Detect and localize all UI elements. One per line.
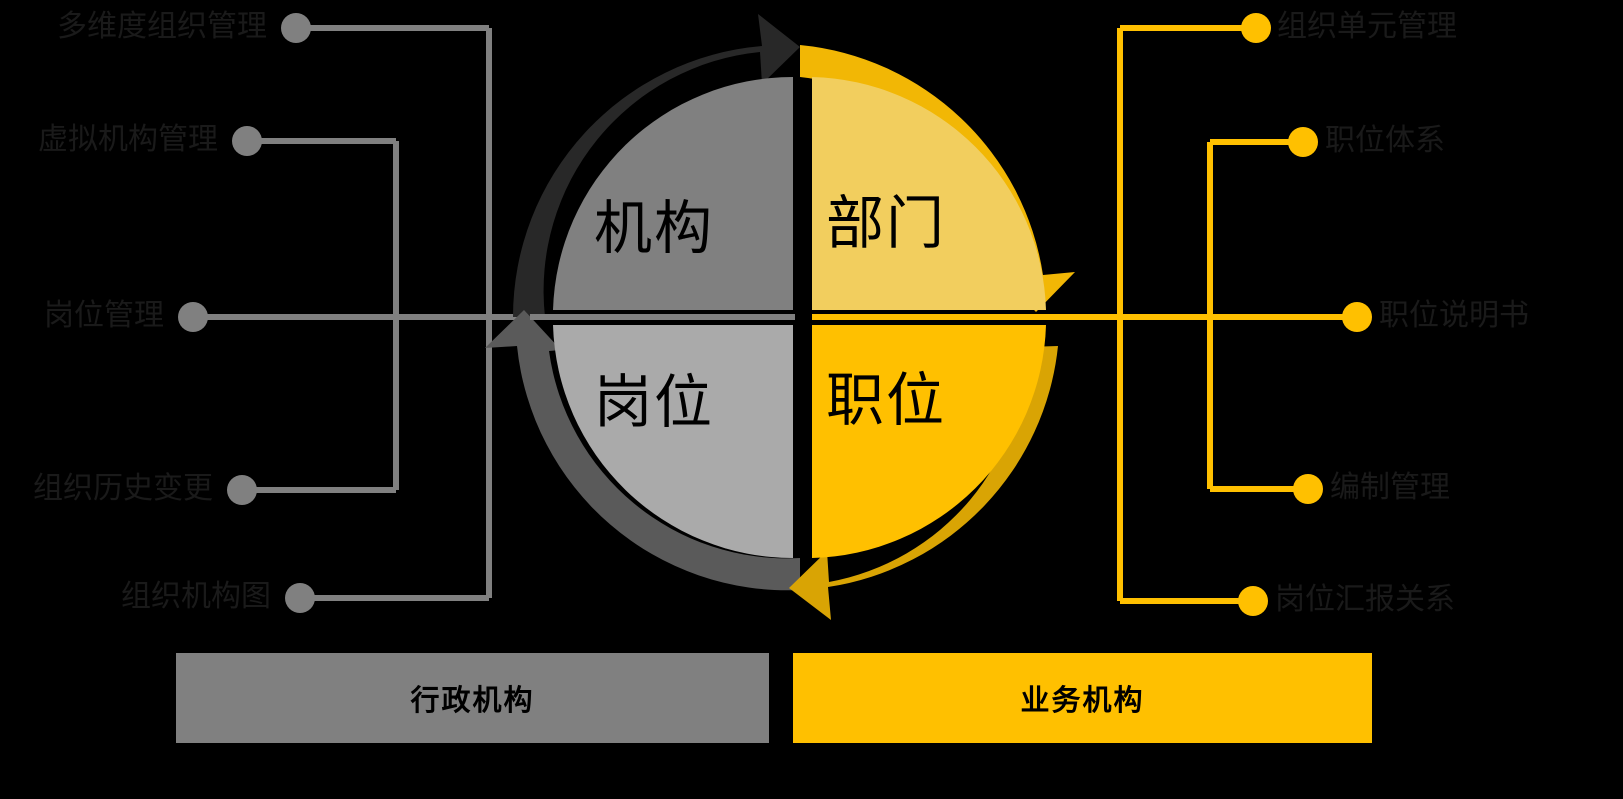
right-dot-3 (1342, 302, 1372, 332)
right-label-1[interactable]: 组织单元管理 (1277, 10, 1457, 43)
left-label-5[interactable]: 组织机构图 (121, 580, 271, 613)
right-dot-1 (1241, 13, 1271, 43)
gray-top-arc-arrow (513, 14, 800, 317)
quadrant-label-post: 岗位 (594, 370, 715, 435)
left-label-3[interactable]: 岗位管理 (44, 299, 164, 332)
right-label-2[interactable]: 职位体系 (1325, 124, 1445, 157)
quadrant-label-org: 机构 (594, 196, 715, 261)
right-label-5[interactable]: 岗位汇报关系 (1275, 583, 1455, 616)
right-label-4[interactable]: 编制管理 (1330, 471, 1450, 504)
right-dot-4 (1293, 474, 1323, 504)
quadrant-label-job: 职位 (826, 368, 947, 433)
left-dot-2 (232, 126, 262, 156)
left-label-4[interactable]: 组织历史变更 (33, 472, 213, 505)
right-dot-2 (1288, 127, 1318, 157)
left-dot-4 (227, 475, 257, 505)
quadrant-job (812, 325, 1046, 558)
center-divider-gray (530, 314, 795, 320)
footer-bar-business[interactable]: 业务机构 (793, 653, 1372, 743)
center-divider-yellow (812, 314, 1050, 320)
footer-bar-business-label: 业务机构 (1020, 685, 1145, 717)
footer-bar-administrative[interactable]: 行政机构 (176, 653, 769, 743)
gray-bottom-arc-arrow (485, 310, 800, 591)
right-connector-lines (1050, 25, 1357, 604)
right-label-3[interactable]: 职位说明书 (1379, 299, 1529, 332)
left-dot-1 (281, 13, 311, 43)
right-dot-5 (1238, 586, 1268, 616)
quadrant-post (553, 325, 793, 558)
quadrant-dept (812, 77, 1046, 310)
gray-bottom-arc-shape (485, 310, 800, 591)
left-connector-lines (193, 25, 530, 601)
left-dot-3 (178, 302, 208, 332)
gray-top-arc-shape (513, 14, 800, 317)
left-connector-dots (178, 13, 315, 613)
left-dot-5 (285, 583, 315, 613)
right-connector-dots (1238, 13, 1372, 616)
quadrant-org (553, 76, 793, 310)
left-label-2[interactable]: 虚拟机构管理 (38, 123, 218, 156)
footer-bar-administrative-label: 行政机构 (410, 685, 535, 717)
left-label-1[interactable]: 多维度组织管理 (57, 10, 267, 43)
quadrant-label-dept: 部门 (826, 191, 947, 256)
